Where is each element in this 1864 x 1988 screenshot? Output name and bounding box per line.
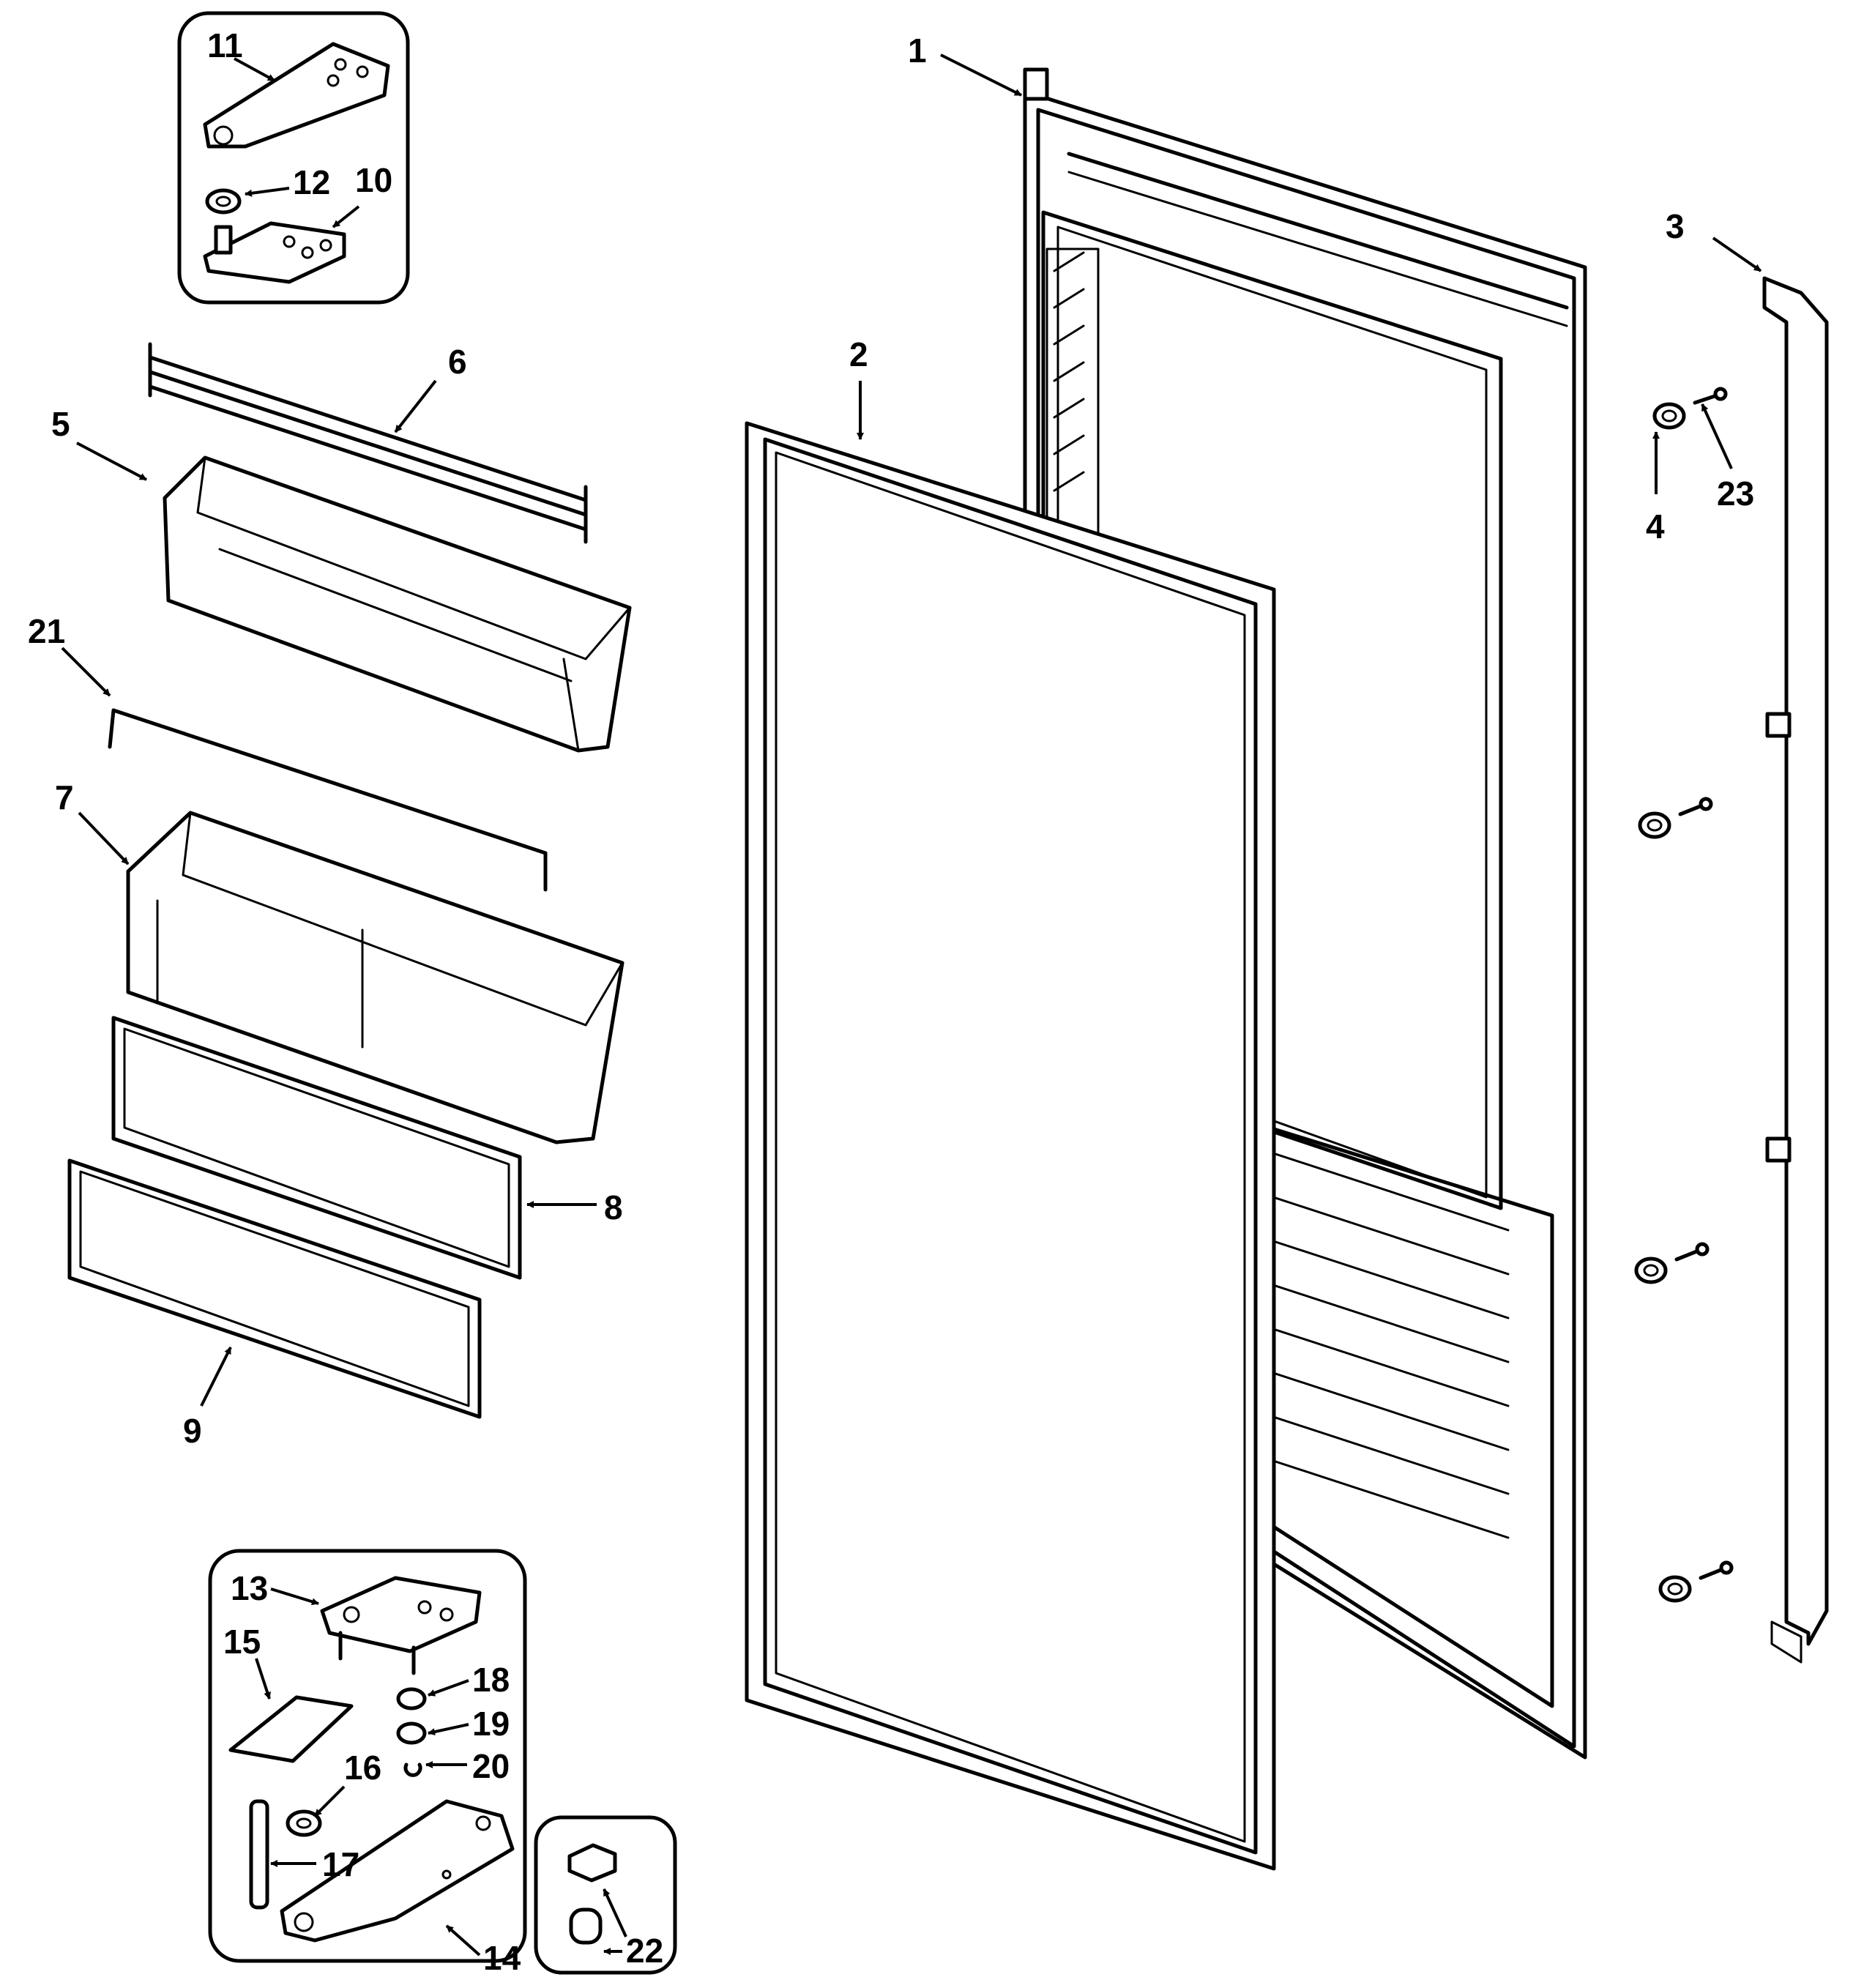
label-part-3: 3: [1666, 207, 1685, 245]
callout-labels: 1 2 3 4 5 6 7 8 9 10 11 12 13 14 15 16 1…: [28, 26, 1754, 1977]
spacer-icon: [1634, 1257, 1668, 1284]
part-21-wire-shelf-rod: [108, 708, 548, 892]
label-part-16: 16: [344, 1749, 381, 1787]
spacer-icon: [1658, 1575, 1692, 1603]
part-20-clip: [403, 1762, 422, 1777]
label-part-14: 14: [483, 1939, 521, 1977]
spacer-icon: [1652, 402, 1686, 430]
screw-icon: [1693, 387, 1728, 405]
part-12-hinge-bushing: [205, 188, 242, 215]
label-part-21: 21: [28, 612, 65, 650]
part-6-shelf-retainer-bar: [148, 342, 588, 544]
label-part-7: 7: [55, 778, 74, 816]
lower-hinge-kit-inset: [208, 1549, 527, 1963]
label-part-1: 1: [908, 31, 927, 70]
door-stop-inset: [534, 1815, 677, 1975]
label-part-8: 8: [604, 1188, 623, 1226]
part-15-shim-plate: [228, 1695, 354, 1763]
part-10-hinge-bracket: [203, 221, 346, 284]
screw-icon: [1674, 1242, 1710, 1262]
label-part-9: 9: [183, 1412, 202, 1450]
part-11-hinge-plate: [203, 42, 390, 149]
part-3-door-handle: [1762, 276, 1829, 1664]
part-19-washer: [396, 1721, 427, 1745]
label-part-12: 12: [293, 163, 330, 201]
label-part-13: 13: [231, 1569, 268, 1607]
upper-hinge-kit-inset: [177, 11, 410, 305]
label-part-18: 18: [472, 1661, 510, 1699]
part-18-washer: [396, 1687, 427, 1710]
label-part-6: 6: [448, 343, 467, 381]
part-17-hinge-pin: [249, 1799, 269, 1910]
label-part-20: 20: [472, 1747, 510, 1785]
label-part-23: 23: [1717, 474, 1754, 513]
part-16-bushing: [286, 1809, 322, 1837]
part-7-dairy-bin: [126, 811, 625, 1144]
label-part-4: 4: [1646, 507, 1665, 546]
label-part-10: 10: [355, 161, 392, 199]
handle-fasteners: [1634, 387, 1734, 1603]
screw-icon: [1678, 797, 1713, 816]
label-part-2: 2: [849, 335, 868, 373]
part-5-door-bin: [163, 455, 632, 753]
screw-icon: [1699, 1560, 1734, 1580]
part-2-door-gasket: [745, 421, 1276, 1871]
label-part-17: 17: [322, 1845, 359, 1883]
label-part-11: 11: [207, 26, 243, 64]
label-part-22: 22: [626, 1932, 663, 1970]
spacer-icon: [1638, 811, 1671, 839]
label-part-5: 5: [51, 405, 70, 443]
part-13-lower-hinge-plate: [320, 1576, 482, 1675]
part-9-dairy-door: [67, 1158, 482, 1419]
part-22-door-stop: [567, 1843, 617, 1945]
part-14-lower-hinge: [280, 1799, 515, 1943]
callout-arrows: [61, 53, 1762, 1957]
part-8-dairy-door-frame: [111, 1016, 522, 1280]
label-part-19: 19: [472, 1705, 510, 1743]
label-part-15: 15: [223, 1623, 261, 1661]
